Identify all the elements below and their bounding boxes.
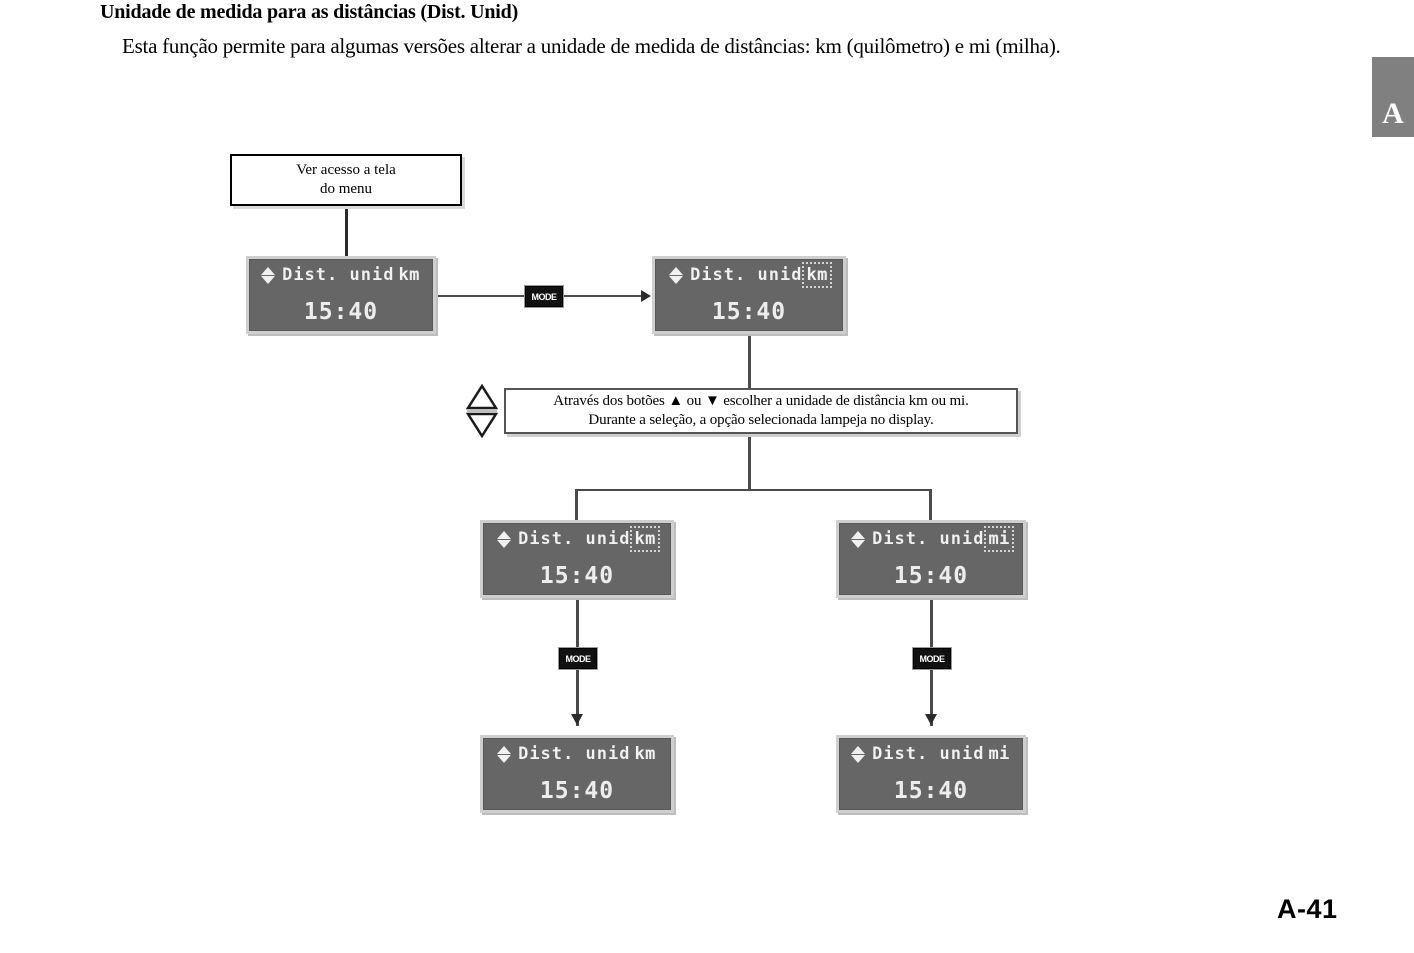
mode-button-confirm-mi[interactable]: MODE <box>913 648 951 669</box>
lcd-select-mi-label: Dist. unid <box>872 529 985 549</box>
lcd-initial-time: 15:40 <box>303 299 379 325</box>
updown-arrows-icon <box>497 745 512 764</box>
lcd-edit-row-label: Dist. unid km <box>655 262 843 288</box>
lcd-display-confirmed-km: Dist. unid km 15:40 <box>480 735 674 813</box>
arrow-to-confirm-mi <box>925 714 937 725</box>
connector-display2-to-instruction <box>748 334 751 390</box>
connector-menu-to-display1 <box>345 206 348 259</box>
lcd-confirm-mi-label: Dist. unid <box>872 744 985 764</box>
page-number: A-41 <box>1277 894 1338 924</box>
lcd-edit-unit-flashing: km <box>802 262 832 288</box>
lcd-initial-label: Dist. unid <box>282 265 395 285</box>
connector-branch-right-drop <box>929 489 932 521</box>
lcd-display-select-mi: Dist. unid mi 15:40 <box>836 520 1026 598</box>
mode-button-confirm-km[interactable]: MODE <box>559 648 597 669</box>
lcd-edit-time: 15:40 <box>711 299 787 325</box>
intro-paragraph: Esta função permite para algumas versões… <box>122 34 1061 58</box>
lcd-edit-label: Dist. unid <box>690 265 803 285</box>
updown-buttons-icon[interactable] <box>465 383 499 439</box>
lcd-display-select-km: Dist. unid km 15:40 <box>480 520 674 598</box>
lcd-select-mi-row-label: Dist. unid mi <box>839 526 1023 552</box>
updown-arrows-icon <box>851 745 866 764</box>
lcd-confirm-mi-unit: mi <box>988 744 1010 764</box>
chapter-tab: A <box>1372 57 1414 137</box>
arrow-to-display2 <box>641 290 651 302</box>
lcd-select-mi-unit-flashing: mi <box>984 526 1014 552</box>
lcd-display-edit-mode: Dist. unid km 15:40 <box>652 256 846 334</box>
note-menu-access-line1: Ver acesso a tela <box>296 162 396 179</box>
lcd-confirm-mi-row-label: Dist. unid mi <box>839 744 1023 764</box>
note-instruction-line2: Durante a seleção, a opção selecionada l… <box>588 412 934 428</box>
note-instruction-line1: Através dos botões ▲ ou ▼ escolher a uni… <box>553 393 969 410</box>
page-title: Unidade de medida para as distâncias (Di… <box>100 1 519 23</box>
lcd-select-km-unit-flashing: km <box>630 526 660 552</box>
mode-button-enter-edit[interactable]: MODE <box>525 286 563 307</box>
arrow-to-confirm-km <box>571 714 583 725</box>
lcd-select-km-row-label: Dist. unid km <box>483 526 671 552</box>
lcd-select-km-time: 15:40 <box>539 563 615 589</box>
lcd-confirm-km-row-label: Dist. unid km <box>483 744 671 764</box>
lcd-initial-row-label: Dist. unid km <box>249 265 433 285</box>
updown-arrows-icon <box>261 266 276 285</box>
lcd-initial-unit: km <box>398 265 420 285</box>
updown-arrows-icon <box>851 530 866 549</box>
note-menu-access-line2: do menu <box>319 181 373 197</box>
lcd-confirm-km-unit: km <box>634 744 656 764</box>
lcd-display-initial: Dist. unid km 15:40 <box>246 256 436 334</box>
note-instruction: Através dos botões ▲ ou ▼ escolher a uni… <box>504 388 1018 434</box>
updown-arrows-icon <box>497 530 512 549</box>
lcd-display-confirmed-mi: Dist. unid mi 15:40 <box>836 735 1026 813</box>
connector-branch-bar <box>575 489 931 491</box>
updown-arrows-icon <box>669 266 684 285</box>
lcd-confirm-mi-time: 15:40 <box>893 778 969 804</box>
lcd-confirm-km-time: 15:40 <box>539 778 615 804</box>
connector-instruction-trunk <box>748 434 751 490</box>
note-menu-access: Ver acesso a tela do menu <box>230 154 462 206</box>
lcd-select-mi-time: 15:40 <box>893 563 969 589</box>
connector-branch-left-drop <box>575 489 578 521</box>
lcd-select-km-label: Dist. unid <box>518 529 631 549</box>
updown-buttons-svg <box>465 383 499 439</box>
lcd-confirm-km-label: Dist. unid <box>518 744 631 764</box>
